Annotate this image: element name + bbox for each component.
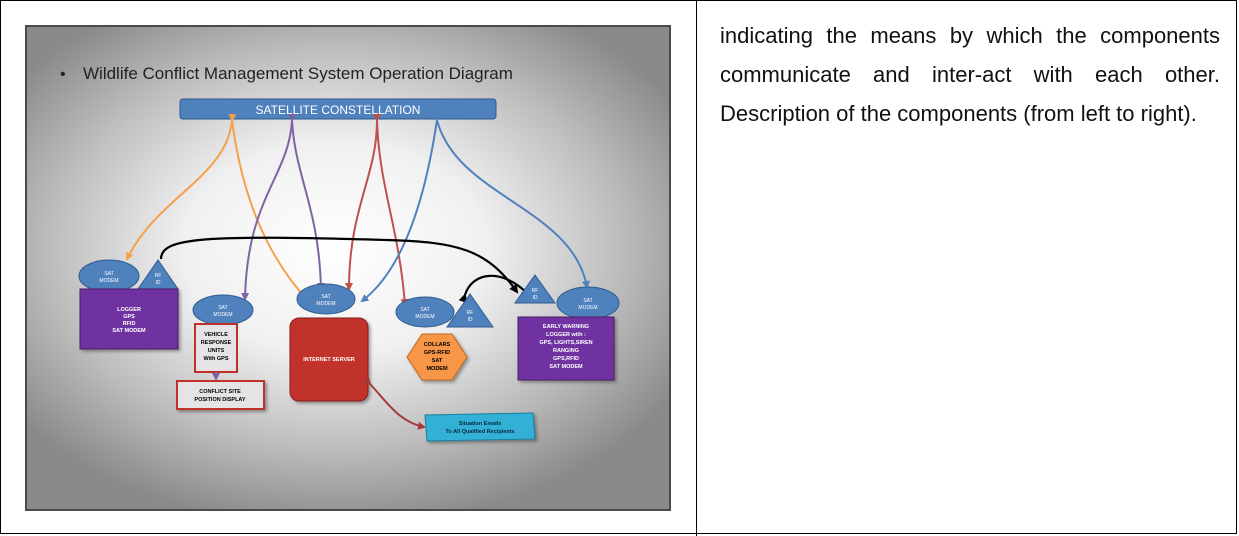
svg-text:SAT: SAT — [321, 294, 330, 300]
early-warning-box — [517, 316, 615, 381]
slide-title: Wildlife Conflict Management System Oper… — [83, 64, 513, 83]
svg-text:SAT: SAT — [432, 358, 443, 364]
svg-text:GPS: GPS — [123, 314, 135, 320]
collars-rfid — [446, 293, 494, 328]
svg-text:Situation Emails: Situation Emails — [459, 421, 502, 427]
svg-text:VEHICLE: VEHICLE — [204, 332, 228, 338]
svg-text:SAT MODEM: SAT MODEM — [549, 364, 583, 370]
svg-text:RESPONSE: RESPONSE — [201, 340, 232, 346]
svg-text:SAT: SAT — [104, 271, 113, 277]
svg-text:ID: ID — [468, 317, 473, 323]
satellite-constellation-label: SATELLITE CONSTELLATION — [256, 103, 421, 117]
svg-text:COLLARS: COLLARS — [424, 342, 451, 348]
operation-diagram: • Wildlife Conflict Management System Op… — [60, 64, 620, 442]
svg-text:MODEM: MODEM — [213, 312, 232, 318]
svg-text:EARLY WARNING: EARLY WARNING — [543, 324, 589, 330]
black-link-rfid-long — [159, 236, 519, 294]
purple-link-server — [291, 119, 325, 291]
server-to-emails-link — [362, 376, 426, 430]
purple-link-vehicle — [241, 113, 297, 301]
internet-server-box — [289, 317, 369, 402]
blue-link-server — [360, 113, 442, 303]
svg-text:MODEM: MODEM — [99, 278, 118, 284]
svg-text:SAT: SAT — [583, 298, 592, 304]
orange-link-server — [231, 119, 312, 305]
early-warning-rfid — [514, 274, 556, 304]
situation-emails-box — [424, 412, 536, 442]
red-link-collars — [376, 119, 409, 307]
svg-text:RFID: RFID — [123, 321, 136, 327]
slide-bullet: • — [60, 66, 66, 83]
collars-hexagon — [406, 333, 468, 381]
svg-text:INTERNET SERVER: INTERNET SERVER — [303, 357, 355, 363]
collars-sat-modem — [395, 296, 455, 328]
blue-link-early-warning — [436, 119, 590, 289]
svg-text:RF: RF — [155, 273, 162, 279]
black-link-rfid-short — [458, 274, 531, 304]
svg-text:POSITION DISPLAY: POSITION DISPLAY — [194, 397, 245, 403]
svg-text:LOGGER: LOGGER — [117, 307, 141, 313]
svg-text:GPS, LIGHTS,SIREN: GPS, LIGHTS,SIREN — [539, 340, 592, 346]
svg-text:RANGING: RANGING — [553, 348, 579, 354]
conflict-site-box — [176, 380, 265, 410]
svg-text:UNITS: UNITS — [208, 348, 225, 354]
red-link-server — [345, 113, 382, 291]
svg-text:MODEM: MODEM — [578, 305, 597, 311]
svg-text:MODEM: MODEM — [415, 314, 434, 320]
svg-text:SAT: SAT — [420, 307, 429, 313]
column-divider — [696, 0, 697, 536]
svg-text:CONFLICT SITE: CONFLICT SITE — [199, 389, 241, 395]
description-paragraph: indicating the means by which the compon… — [720, 23, 1220, 126]
svg-text:To All Qualified Recipients: To All Qualified Recipients — [445, 429, 514, 435]
svg-text:With GPS: With GPS — [203, 356, 228, 362]
svg-text:LOGGER with :: LOGGER with : — [546, 332, 586, 338]
svg-text:RF: RF — [532, 288, 539, 294]
svg-text:SAT: SAT — [218, 305, 227, 311]
svg-text:RF: RF — [467, 310, 474, 316]
operation-diagram-slide: • Wildlife Conflict Management System Op… — [25, 25, 671, 511]
svg-text:MODEM: MODEM — [316, 301, 335, 307]
svg-text:ID: ID — [533, 295, 538, 301]
svg-text:MODEM: MODEM — [426, 366, 448, 372]
svg-text:SAT MODEM: SAT MODEM — [112, 328, 146, 334]
svg-text:ID: ID — [156, 280, 161, 286]
server-sat-modem — [296, 283, 356, 315]
orange-link-logger — [126, 113, 237, 261]
logger-box — [79, 288, 179, 350]
svg-text:GPS,RFID: GPS,RFID — [553, 356, 579, 362]
svg-text:GPS-RFID: GPS-RFID — [424, 350, 450, 356]
